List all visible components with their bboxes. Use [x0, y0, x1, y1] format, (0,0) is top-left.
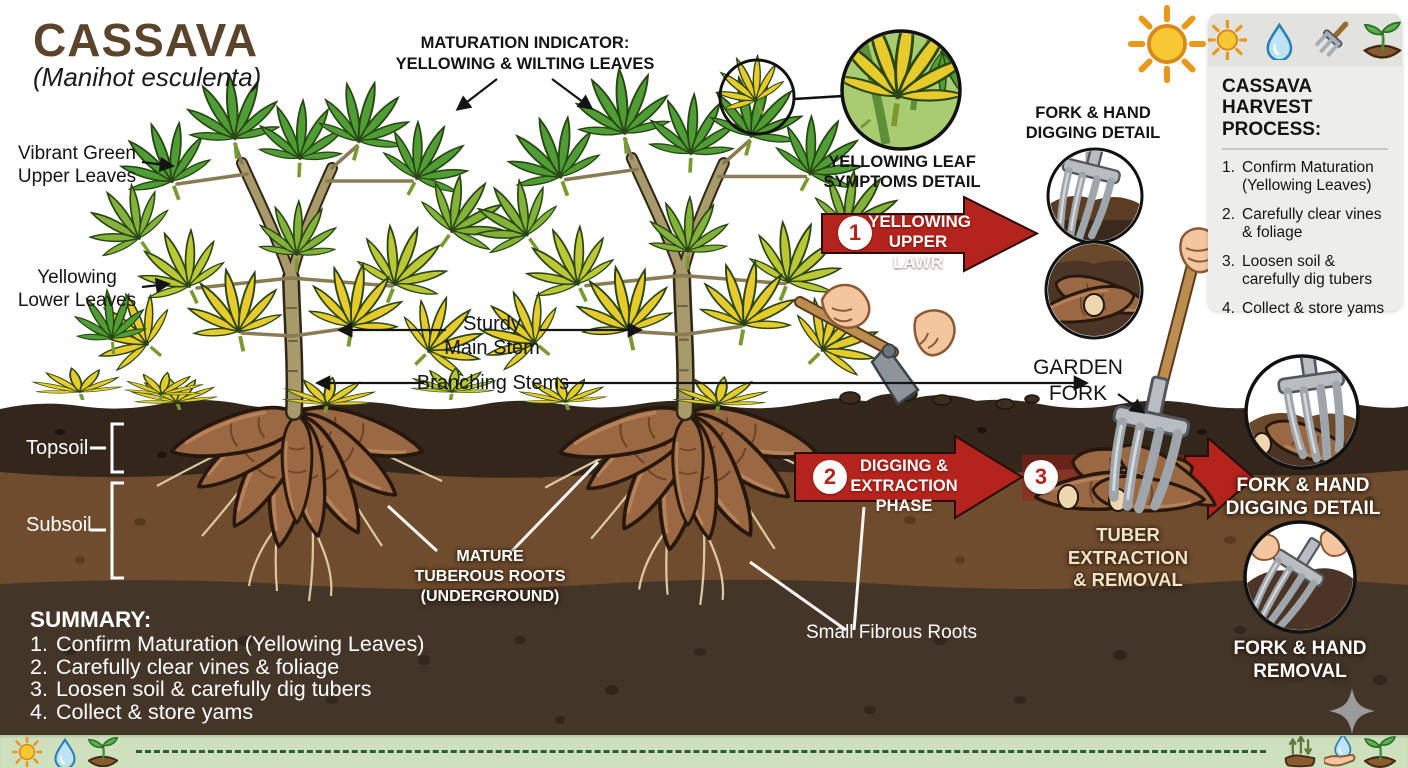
fork-hand-digging-top-caption: FORK & HAND DIGGING DETAIL	[1025, 104, 1161, 143]
seedling-icon	[88, 736, 118, 767]
fork-digging-detail-circles-right	[1243, 354, 1360, 634]
footer-strip	[0, 735, 1408, 768]
harvest-step: 4. Collect & store yams	[1222, 299, 1385, 317]
hand-watering-icon	[1324, 736, 1356, 768]
phase-1-badge: 1	[838, 216, 872, 250]
sturdy-main-stem-label: Sturdy Main Stem	[444, 313, 540, 360]
topsoil-bracket	[110, 422, 124, 474]
subsoil-label: Subsoil	[26, 514, 92, 536]
divider	[1222, 147, 1388, 150]
harvest-process-list: 1. Confirm Maturation (Yellowing Leaves)…	[1208, 159, 1402, 319]
fork-digging-detail-circles-top	[1044, 147, 1144, 340]
fork-hand-digging-right-caption: FORK & HAND DIGGING DETAIL	[1225, 475, 1381, 520]
mature-tuberous-roots-label: MATURE TUBEROUS ROOTS (UNDERGROUND)	[414, 548, 566, 605]
latin-name: (Manihot esculenta)	[33, 62, 262, 92]
sun-icon	[1131, 8, 1203, 80]
yellowing-lower-leaves-label: Yellowing Lower Leaves	[17, 267, 137, 312]
annotation-arrows	[141, 78, 1146, 414]
vibrant-green-upper-leaves-label: Vibrant Green Upper Leaves	[17, 143, 137, 188]
phase-1-label: YELLOWING UPPER LAWR	[868, 212, 971, 272]
phase-2-arrow	[794, 434, 1024, 520]
yellowing-leaf-detail-caption: YELLOWING LEAF SYMPTOMS DETAIL	[823, 153, 981, 192]
yellowing-leaf-detail-circle	[718, 29, 962, 151]
summary-heading: SUMMARY:	[30, 607, 152, 632]
summary-step: 4.Collect & store yams	[30, 699, 254, 724]
harvest-step: 1. Confirm Maturation (Yellowing Leaves)	[1222, 158, 1374, 195]
harvest-process-panel: CASSAVA HARVEST PROCESS: 1. Confirm Matu…	[1208, 14, 1402, 317]
harvest-step: 2. Carefully clear vines & foliage	[1222, 205, 1382, 242]
white-leaders	[90, 422, 866, 632]
harvest-process-icon-row	[1208, 14, 1402, 66]
dashed-divider	[136, 750, 1266, 753]
soil-aeration-icon	[1284, 735, 1316, 768]
seedling-icon	[1364, 735, 1396, 768]
summary-step: 1.Confirm Maturation (Yellowing Leaves)	[30, 632, 425, 656]
deep-soil-speckles	[63, 626, 1387, 724]
sun-icon	[12, 736, 42, 767]
maturation-indicator-label: MATURATION INDICATOR: YELLOWING & WILTIN…	[395, 34, 655, 73]
subsoil-bracket	[110, 481, 124, 580]
garden-fork-icon	[1312, 20, 1351, 60]
leaf-highlight-ring	[718, 58, 796, 136]
phase-3-badge: 3	[1024, 460, 1058, 494]
topsoil-label: Topsoil	[26, 437, 89, 459]
tuber-extraction-caption: TUBER EXTRACTION & REMOVAL	[1067, 524, 1189, 591]
phase-1-arrow	[821, 195, 1040, 273]
summary-step: 3.Loosen soil & carefully dig tubers	[30, 677, 372, 702]
small-fibrous-roots-label: Small Fibrous Roots	[806, 622, 978, 643]
sun-icon	[1208, 20, 1247, 60]
page-title: CASSAVA	[33, 14, 259, 66]
hoe-digging-illustration	[794, 283, 1040, 416]
garden-fork-label: GARDEN FORK	[1033, 356, 1123, 405]
water-drop-icon	[1266, 23, 1293, 60]
seedling-icon	[1363, 21, 1402, 59]
phase-2-label: DIGGING & EXTRACTION PHASE	[850, 457, 958, 515]
phase-2-badge: 2	[813, 460, 847, 494]
fork-hand-removal-caption: FORK & HAND REMOVAL	[1233, 638, 1367, 683]
summary-step: 2.Carefully clear vines & foliage	[30, 654, 340, 679]
summary-block: SUMMARY: 1.Confirm Maturation (Yellowing…	[30, 606, 424, 723]
harvest-process-heading: CASSAVA HARVEST PROCESS:	[1222, 76, 1322, 140]
branching-stems-label: Branching Stems	[416, 372, 570, 394]
water-drop-icon	[54, 738, 76, 767]
harvest-step: 3. Loosen soil & carefully dig tubers	[1222, 252, 1373, 289]
